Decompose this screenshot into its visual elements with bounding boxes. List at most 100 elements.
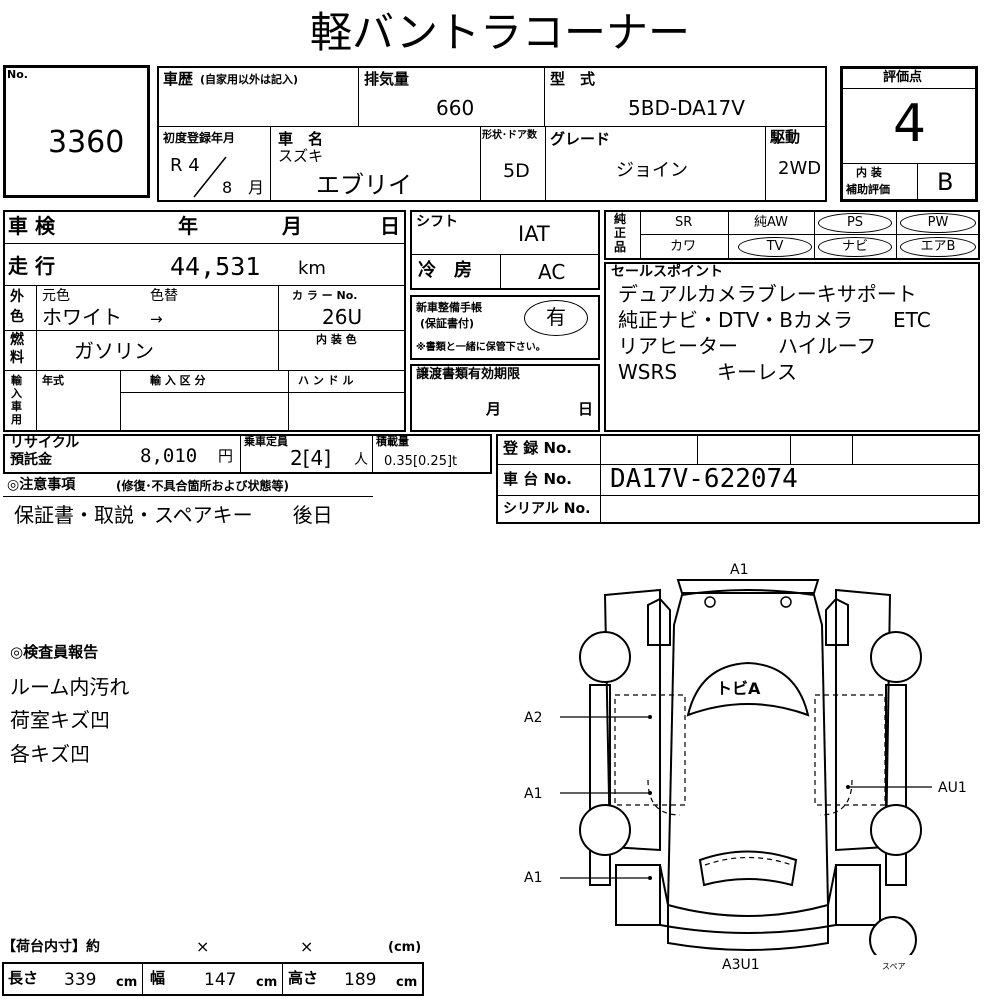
spare-tire	[869, 916, 917, 955]
grade-value: ジョイン	[616, 160, 688, 181]
rear-bumper-lower	[615, 864, 661, 926]
recycle-value: 8,010	[140, 445, 198, 467]
history-note: (自家用以外は記入)	[200, 73, 299, 86]
load-label: 積載量	[376, 435, 409, 448]
import-year-label: 年式	[42, 374, 64, 387]
door-label: 形状･ドア数	[482, 130, 537, 141]
fuel-label-2: 料	[10, 350, 24, 366]
shift-label: シフト	[416, 214, 458, 230]
page-title: 軽バントラコーナー	[309, 8, 691, 57]
cargo-unit: (cm)	[388, 940, 422, 955]
registration-label: 登 録 No.	[503, 439, 573, 457]
equipment-label-2: 正	[614, 226, 627, 240]
wheel-rear-left	[579, 804, 631, 856]
damage-left-a2: A2	[524, 710, 543, 726]
vehicle-info-block	[157, 66, 827, 202]
sales-point-line-3: リアヒーター ハイルーフ	[618, 334, 877, 358]
car-name-value: エブリイ	[316, 171, 412, 199]
recycle-label-2: 預託金	[10, 452, 52, 468]
import-label-2: 入	[11, 387, 22, 400]
grade-label: グレード	[550, 130, 611, 148]
capacity-value: 2[4]	[290, 446, 332, 470]
car-diagram	[560, 579, 932, 955]
aircon-label: 冷 房	[418, 260, 472, 281]
rear-bumper	[659, 864, 837, 951]
interior-score: B	[937, 168, 954, 196]
rear-bumper-lower-right	[835, 864, 881, 926]
inspector-item-1: ルーム内汚れ	[10, 675, 130, 699]
dashed-rear-arch-right	[819, 779, 853, 816]
car-maker: スズキ	[278, 147, 324, 165]
equip-pw: PW	[900, 213, 976, 233]
displacement-value: 660	[436, 96, 475, 120]
sales-point-line-2: 純正ナビ・DTV・Bカメラ ETC	[618, 308, 931, 332]
capacity-unit: 人	[354, 452, 368, 468]
right-side-strip	[885, 684, 907, 886]
cargo-width-unit: cm	[256, 975, 278, 990]
cargo-width-label: 幅	[150, 969, 166, 987]
recycle-block	[3, 434, 492, 474]
dashed-roof-left	[614, 694, 686, 806]
notes-sub: (修復･不具合箇所および状態等)	[116, 479, 289, 493]
chassis-label: 車 台 No.	[503, 470, 573, 488]
color-code: 26U	[322, 305, 363, 329]
mileage-value: 44,531	[170, 252, 261, 281]
change-color-label: 色替	[150, 288, 178, 304]
cargo-table	[2, 962, 424, 996]
sales-point-line-4: WSRS キーレス	[618, 360, 798, 384]
dashed-rear-arch-left	[647, 779, 681, 816]
drive-value: 2WD	[778, 158, 822, 179]
cargo-length: 339	[64, 970, 97, 990]
lot-label: No.	[7, 68, 28, 81]
inspector-item-3: 各キズ凹	[10, 742, 90, 766]
orig-color-label: 元色	[42, 288, 70, 304]
import-label-1: 輸	[11, 374, 22, 387]
left-mirror	[647, 597, 671, 646]
shift-aircon-block	[410, 210, 600, 290]
damage-front-a1: A1	[730, 562, 749, 578]
car-name-label: 車 名	[278, 130, 324, 148]
damage-left-a1: A1	[524, 786, 543, 802]
equipment-block	[604, 210, 980, 260]
equip-navi: ナビ	[818, 237, 892, 257]
wheel-front-left	[579, 631, 631, 683]
score-label: 評価点	[883, 70, 923, 85]
inspection-month-unit: 月	[282, 214, 302, 238]
left-side-panel	[603, 588, 661, 852]
lot-box	[3, 65, 150, 198]
first-reg-month: 8	[222, 178, 233, 197]
sales-point-line-1: デュアルカメラブレーキサポート	[618, 282, 917, 306]
import-label-4: 用	[11, 413, 22, 426]
cargo-height-label: 高さ	[288, 969, 319, 987]
recycle-unit: 円	[218, 447, 234, 465]
first-reg-era: R 4	[170, 155, 200, 176]
capacity-label: 乗車定員	[244, 435, 288, 448]
wheel-rear-right	[870, 804, 922, 856]
registration-block	[496, 434, 980, 524]
maintenance-note: ※書類と一緒に保管下さい。	[416, 342, 546, 353]
damage-windshield: トビA	[716, 679, 761, 698]
displacement-label: 排気量	[364, 70, 410, 88]
score-value: 4	[893, 94, 927, 154]
body-outline	[666, 589, 830, 917]
load-value: 0.35[0.25]t	[384, 454, 458, 469]
notes-value: 保証書・取説・スペアキー 後日	[14, 503, 333, 527]
color-arrow: →	[150, 310, 163, 328]
maintenance-label-2: (保証書付)	[420, 317, 475, 330]
import-class-label: 輸 入 区 分	[150, 374, 206, 387]
windshield	[686, 661, 810, 717]
equip-ps: PS	[818, 213, 892, 233]
maintenance-label-1: 新車整備手帳	[416, 301, 482, 314]
damage-rear-a3u1: A3U1	[722, 957, 760, 973]
equip-tv: TV	[738, 237, 812, 257]
recycle-label-1: リサイクル	[10, 435, 80, 451]
interior-label-2: 補助評価	[846, 183, 890, 196]
equip-sr: SR	[675, 215, 693, 230]
transfer-month: 月	[486, 400, 502, 418]
sales-point-block	[604, 262, 980, 432]
cargo-length-unit: cm	[116, 975, 138, 990]
color-value: ホワイト	[42, 305, 122, 329]
cargo-x2: ×	[300, 937, 314, 956]
right-mirror	[825, 597, 849, 646]
import-label-3: 車	[11, 400, 22, 413]
